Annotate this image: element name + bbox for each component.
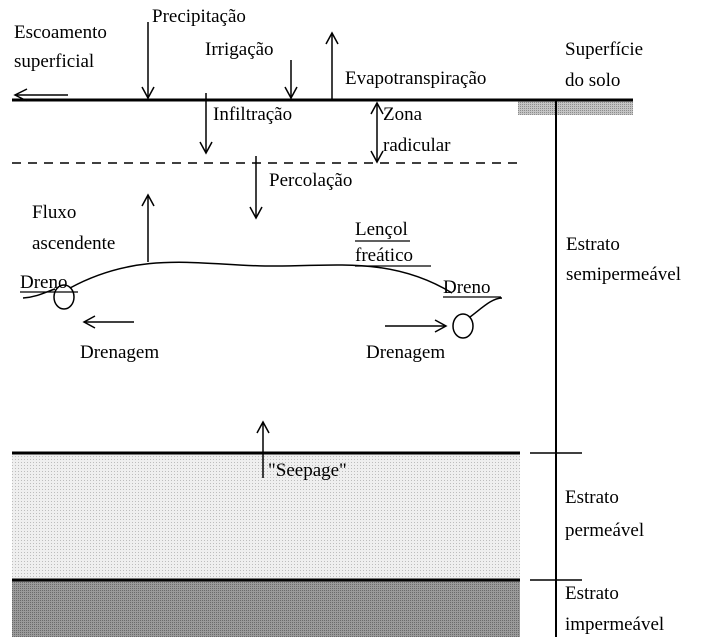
percolation-label: Percolação	[269, 170, 352, 191]
right-drainage-arrow	[385, 319, 448, 333]
runoff-arrow	[13, 88, 68, 102]
permeable-stratum-label-line1: Estrato	[565, 487, 619, 508]
water-table-label-line1: Lençol	[355, 219, 408, 240]
impermeable-stratum-label-line1: Estrato	[565, 583, 619, 604]
root-zone-label-line1: Zona	[383, 104, 423, 125]
evapotranspiration-arrow	[325, 31, 339, 100]
water-table-curve	[69, 261, 453, 294]
permeable-stratum-fill	[12, 454, 520, 580]
precipitation-label: Precipitação	[152, 6, 246, 27]
soil-surface-label-line1: Superfície	[565, 39, 643, 60]
left-drainage-label: Drenagem	[80, 342, 159, 363]
impermeable-stratum-label-line2: impermeável	[565, 614, 664, 635]
upward-flux-arrow	[141, 193, 155, 262]
precipitation-arrow	[141, 22, 155, 100]
left-drain-icon	[53, 284, 75, 310]
left-drain-label: Dreno	[20, 272, 67, 293]
seepage-label: "Seepage"	[268, 460, 347, 481]
seepage-arrow	[256, 420, 270, 478]
infiltration-arrow	[199, 93, 213, 155]
infiltration-label: Infiltração	[213, 104, 292, 125]
upward-flux-label-line1: Fluxo	[32, 202, 76, 223]
left-drain-stem	[22, 288, 56, 299]
root-zone-label-line2: radicular	[383, 135, 451, 156]
impermeable-stratum-fill	[12, 581, 520, 637]
irrigation-label: Irrigação	[205, 39, 274, 60]
upward-flux-label-line2: ascendente	[32, 233, 115, 254]
evapotranspiration-label: Evapotranspiração	[345, 68, 486, 89]
runoff-label-line2: superficial	[14, 51, 94, 72]
semipermeable-stratum-label-line2: semipermeável	[566, 264, 681, 285]
right-drainage-label: Drenagem	[366, 342, 445, 363]
soil-surface-label-line2: do solo	[565, 70, 620, 91]
right-drain-stem	[469, 297, 503, 318]
permeable-stratum-label-line2: permeável	[565, 520, 644, 541]
semipermeable-stratum-label-line1: Estrato	[566, 234, 620, 255]
ground-surface-patch	[518, 100, 633, 115]
root-zone-arrow	[370, 101, 384, 164]
water-table-label-line2: freático	[355, 245, 413, 266]
runoff-label-line1: Escoamento	[14, 22, 107, 43]
right-drain-label: Dreno	[443, 277, 490, 298]
right-drain-icon	[452, 313, 474, 339]
percolation-arrow	[249, 156, 263, 220]
left-drainage-arrow	[82, 315, 134, 329]
irrigation-arrow	[284, 60, 298, 100]
